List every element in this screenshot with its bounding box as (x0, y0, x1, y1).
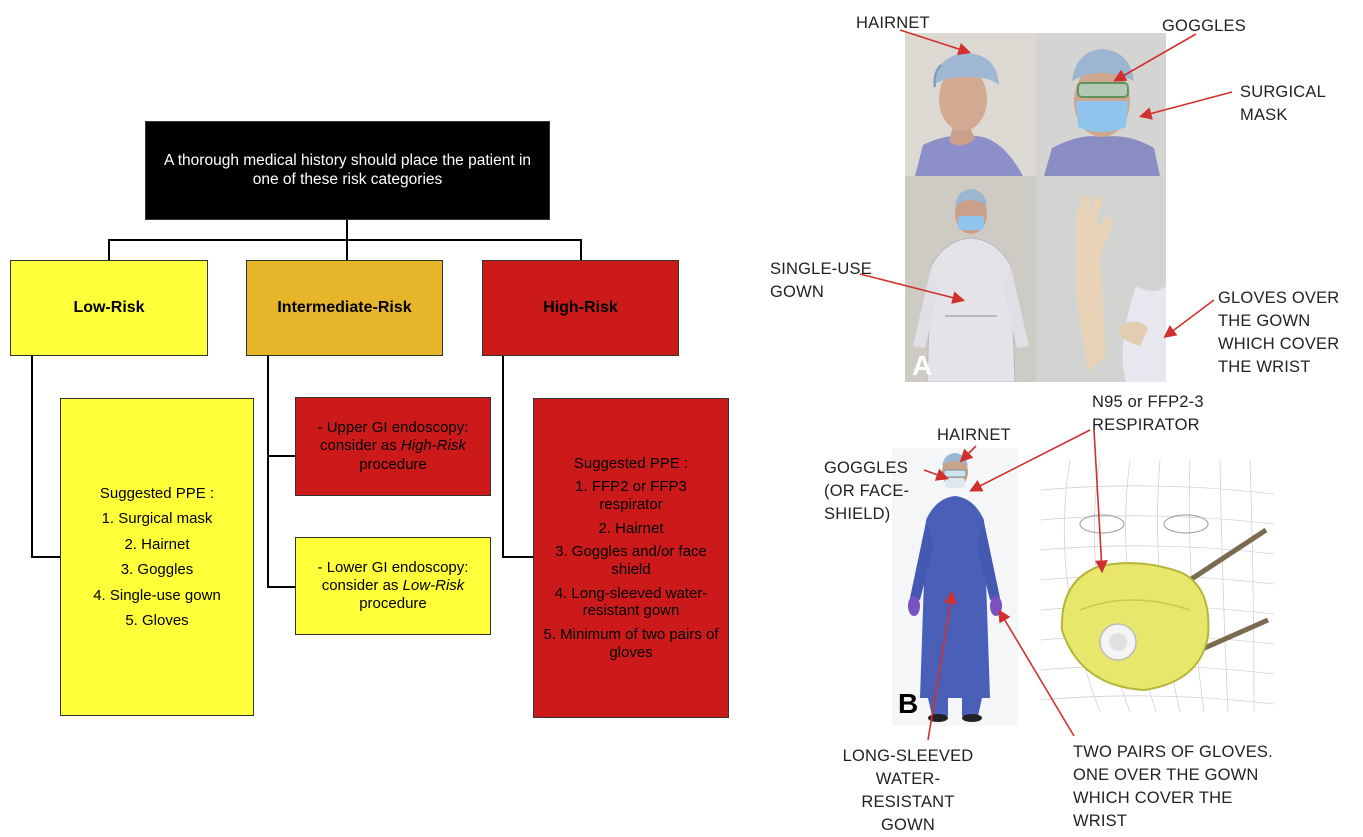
high-ppe-item: 3. Goggles and/or face shield (555, 543, 707, 578)
arrow-hairnet-a (899, 29, 972, 56)
label-respirator: N95 or FFP2-3 RESPIRATOR (1092, 393, 1204, 434)
connector (267, 586, 295, 588)
high-risk-box: High-Risk (482, 260, 679, 356)
connector (108, 239, 110, 260)
connector (502, 356, 504, 557)
high-ppe-item: 1. FFP2 or FFP3 respirator (575, 478, 687, 513)
lower-gi-text: - Lower GI endoscopy: consider as Low-Ri… (317, 558, 469, 613)
intermediate-risk-label: Intermediate-Risk (277, 299, 412, 317)
photo-hairnet-profile (905, 33, 1036, 176)
photo-single-use-gown (905, 176, 1036, 382)
label-long-sleeved-gown: LONG-SLEEVED WATER-RESISTANT GOWN (842, 747, 974, 834)
connector (502, 556, 534, 558)
arrow-respirator-face (969, 429, 1091, 492)
low-risk-label: Low-Risk (73, 299, 145, 317)
arrow-long-sleeved-gown (927, 590, 957, 741)
high-risk-label: High-Risk (543, 299, 618, 317)
high-risk-ppe-box: Suggested PPE : 1. FFP2 or FFP3 respirat… (533, 398, 729, 718)
photo-gloves (1036, 176, 1166, 382)
label-gloves-a: GLOVES OVER THE GOWN WHICH COVER THE WRI… (1218, 289, 1340, 376)
connector (267, 455, 295, 457)
arrow-hairnet-b (959, 445, 977, 463)
photo-long-sleeved-gown (892, 448, 1018, 726)
upper-gi-emphasis: High-Risk (400, 437, 466, 455)
connector (580, 239, 582, 260)
low-ppe-item: 3. Goggles (120, 561, 194, 578)
label-gloves-b: TWO PAIRS OF GLOVES. ONE OVER THE GOWN W… (1073, 743, 1273, 830)
connector (267, 356, 269, 587)
arrow-respirator-mask (1093, 429, 1108, 574)
low-ppe-item: 2. Hairnet (124, 535, 190, 553)
low-ppe-item: 4. Single-use gown (93, 586, 221, 604)
arrow-single-use-gown (859, 273, 966, 304)
connector (346, 239, 348, 260)
label-single-use-gown: SINGLE-USE GOWN (770, 260, 872, 301)
high-ppe-item: 2. Hairnet (598, 519, 664, 537)
lower-gi-emphasis: Low-Risk (402, 576, 465, 594)
connector (108, 239, 582, 241)
low-ppe-item: 5. Gloves (125, 612, 189, 629)
low-risk-box: Low-Risk (10, 260, 208, 356)
lower-gi-note: - Lower GI endoscopy: consider as Low-Ri… (295, 537, 491, 635)
intro-text: A thorough medical history should place … (163, 151, 532, 188)
label-goggles-a: GOGGLES (1162, 17, 1246, 35)
low-risk-ppe-box: Suggested PPE : 1. Surgical mask 2. Hair… (60, 398, 254, 716)
label-surgical-mask: SURGICAL MASK (1240, 83, 1326, 124)
connector (31, 556, 61, 558)
arrow-gloves-b (998, 609, 1075, 737)
intro-box: A thorough medical history should place … (145, 121, 550, 220)
arrow-goggles-b (923, 468, 950, 481)
connector (31, 356, 33, 557)
upper-gi-text: - Upper GI endoscopy: consider as High-R… (317, 419, 469, 473)
label-hairnet-a: HAIRNET (856, 14, 930, 32)
connector (346, 220, 348, 240)
intermediate-risk-box: Intermediate-Risk (246, 260, 443, 356)
low-ppe-item: 1. Surgical mask (101, 510, 213, 527)
photo-goggles-mask (1036, 33, 1166, 176)
arrow-gloves-a (1163, 299, 1215, 338)
high-ppe-item: 5. Minimum of two pairs of gloves (543, 626, 719, 661)
arrow-goggles-a (1113, 33, 1197, 82)
high-ppe-heading: Suggested PPE : (573, 454, 689, 472)
low-ppe-heading: Suggested PPE : (99, 484, 215, 502)
upper-gi-note: - Upper GI endoscopy: consider as High-R… (295, 397, 491, 496)
photo-respirator (1040, 460, 1274, 712)
arrow-surgical-mask (1138, 91, 1233, 120)
high-ppe-item: 4. Long-sleeved water-resistant gown (554, 584, 708, 620)
label-hairnet-b: HAIRNET (937, 426, 1011, 444)
label-goggles-b: GOGGLES (OR FACE-SHIELD) (824, 459, 910, 523)
panel-b-letter: B (898, 688, 919, 719)
panel-a-letter: A (912, 350, 933, 381)
